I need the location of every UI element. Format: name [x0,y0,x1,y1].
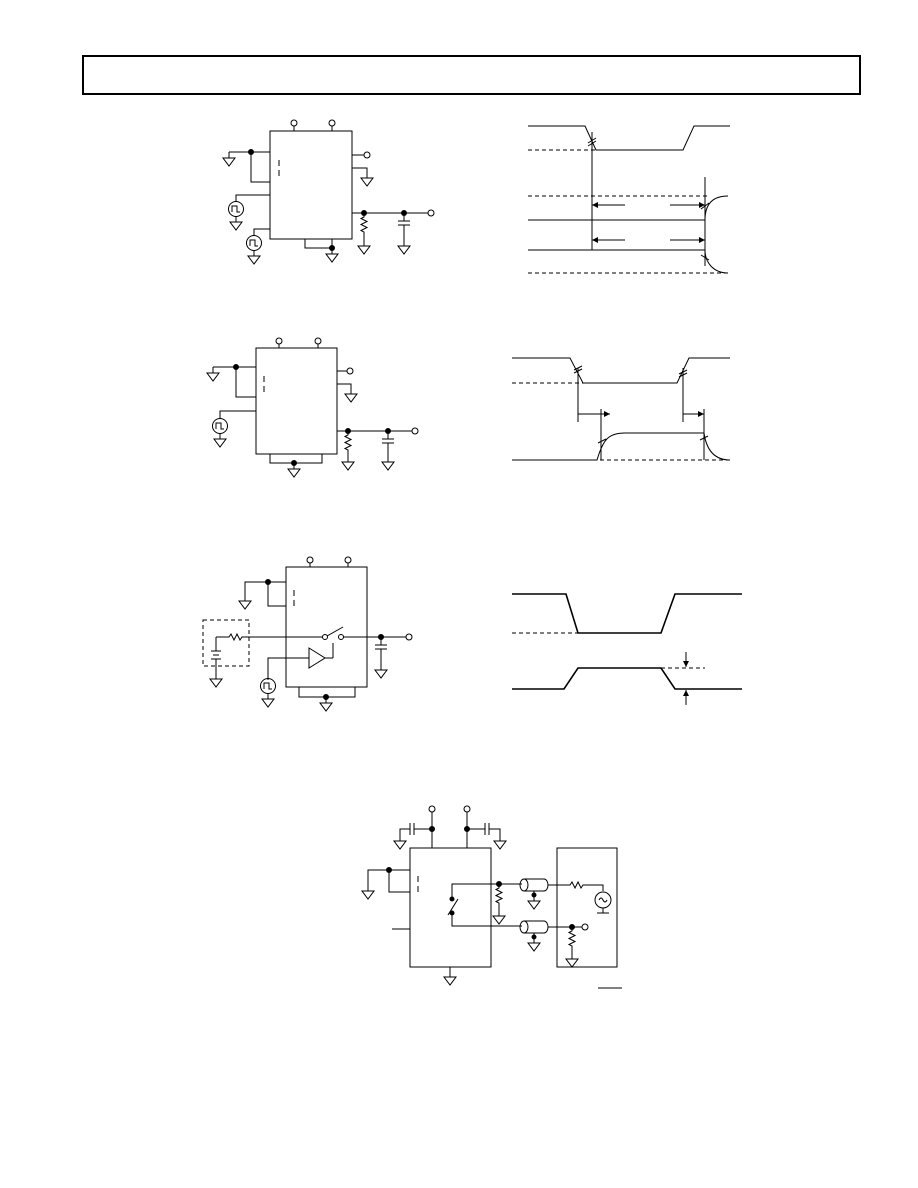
driver-buffer [309,648,325,668]
supply-terminal [329,120,335,126]
supply-terminal [464,806,470,812]
switch-contact [339,635,344,640]
ic-body [256,348,337,454]
fig-1-timing [528,126,730,273]
fig-3-test-circuit [203,557,412,712]
ic-body [286,567,367,687]
switch-contact [323,635,328,640]
fig-1-test-circuit [222,120,434,265]
network-analyzer-box [557,848,617,967]
supply-terminal [429,806,435,812]
output-terminal [412,428,418,434]
supply-terminal [291,120,297,126]
supply-terminal [276,338,282,344]
output-terminal [364,152,370,158]
dashed-source-box [203,620,249,666]
fig-2-test-circuit [206,338,418,478]
fig-2-timing [512,358,730,460]
fig-4-test-circuit [361,806,622,988]
supply-terminal [315,338,321,344]
output-terminal [582,924,588,930]
coax-cable [520,879,548,891]
page-header-box [82,55,861,95]
output-terminal [347,368,353,374]
ic-body [270,131,352,239]
supply-terminal [307,557,313,563]
output-terminal [406,634,412,640]
coax-cable [520,921,548,933]
output-terminal [428,210,434,216]
ic-body [410,848,491,967]
fig-3-timing [512,594,742,705]
supply-terminal [345,557,351,563]
